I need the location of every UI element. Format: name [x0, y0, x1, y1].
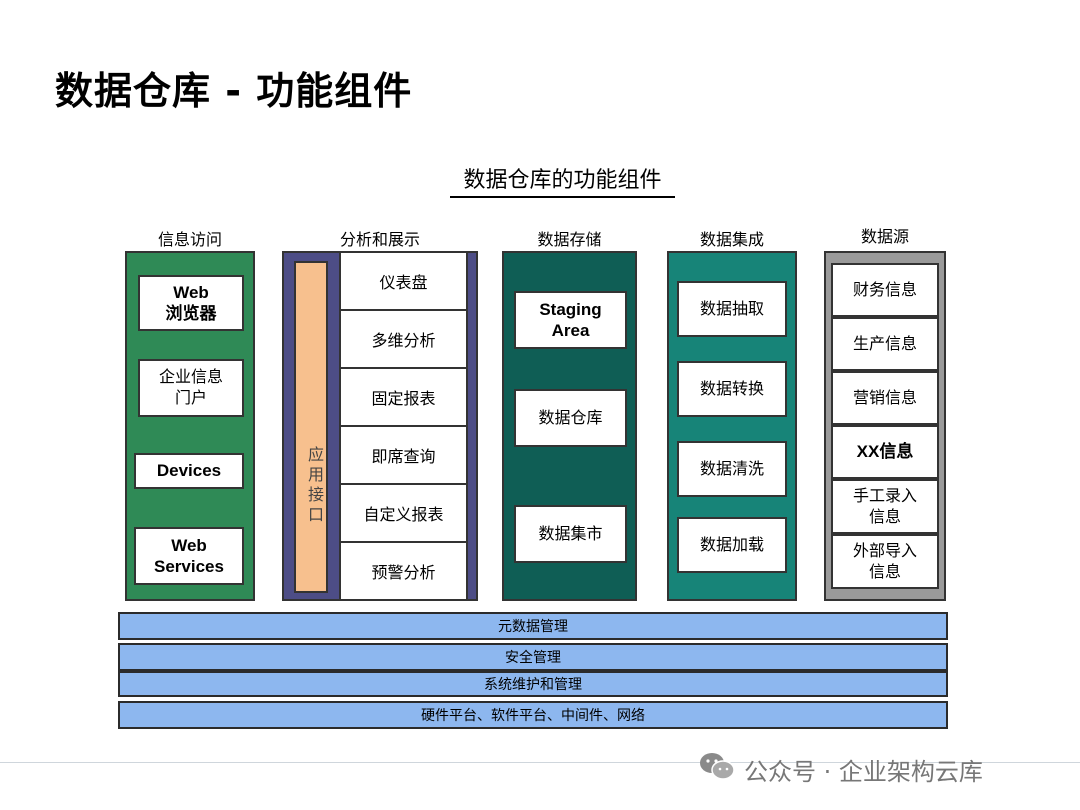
source-item-label: 财务信息: [852, 279, 917, 299]
source-item-label: 手工录入 信息: [852, 485, 917, 526]
cleanse-label: 数据清洗: [699, 458, 764, 478]
system-maintenance-bar: 系统维护和管理: [118, 671, 948, 697]
bar-label: 安全管理: [505, 650, 561, 666]
bar-label: 系统维护和管理: [484, 677, 582, 693]
col-header-integration: 数据集成: [699, 230, 764, 249]
load-label: 数据加载: [699, 534, 764, 554]
analysis-item: 仪表盘: [341, 253, 466, 311]
data-warehouse-box: 数据仓库: [514, 389, 627, 447]
col-header-analysis: 分析和展示: [339, 230, 420, 249]
source-item-label: XX信息: [856, 441, 914, 461]
col-header-sources: 数据源: [860, 227, 909, 246]
transform-box: 数据转换: [677, 361, 787, 417]
source-item-label: 外部导入 信息: [852, 540, 917, 581]
analysis-item-label: 固定报表: [371, 389, 436, 408]
source-item: 外部导入 信息: [831, 534, 939, 589]
infrastructure-bar: 硬件平台、软件平台、中间件、网络: [118, 701, 948, 729]
web-services-label: Web Services: [154, 535, 224, 576]
devices-label: Devices: [156, 460, 222, 480]
footer-divider: [0, 762, 1080, 763]
analysis-item: 预警分析: [341, 543, 466, 599]
footer-watermark: 公众号 · 企业架构云库: [744, 758, 983, 786]
diagram-title: 数据仓库的功能组件: [450, 162, 675, 198]
info-access-panel: Web 浏览器 企业信息 门户 Devices Web Services: [125, 251, 255, 601]
source-item: XX信息: [831, 425, 939, 479]
staging-area-box: Staging Area: [514, 291, 627, 349]
analysis-item-label: 即席查询: [371, 447, 436, 466]
extract-label: 数据抽取: [699, 298, 764, 318]
transform-label: 数据转换: [699, 378, 764, 398]
app-interface-box: 应用接口: [294, 261, 328, 593]
web-browser-box: Web 浏览器: [138, 275, 244, 331]
load-box: 数据加载: [677, 517, 787, 573]
data-warehouse-label: 数据仓库: [538, 407, 603, 427]
sources-panel: 财务信息 生产信息 营销信息 XX信息 手工录入 信息 外部导入 信息: [824, 251, 946, 601]
col-header-storage: 数据存储: [537, 230, 602, 249]
enterprise-portal-box: 企业信息 门户: [138, 359, 244, 417]
source-item: 手工录入 信息: [831, 479, 939, 534]
source-item: 营销信息: [831, 371, 939, 425]
slide-title: 数据仓库 - 功能组件: [55, 69, 413, 113]
wechat-icon: [698, 751, 736, 781]
staging-area-label: Staging Area: [539, 299, 602, 340]
source-item: 财务信息: [831, 263, 939, 317]
source-item-label: 营销信息: [852, 387, 917, 407]
storage-panel: Staging Area 数据仓库 数据集市: [502, 251, 637, 601]
analysis-item-label: 自定义报表: [363, 505, 444, 524]
security-management-bar: 安全管理: [118, 643, 948, 671]
devices-box: Devices: [134, 453, 244, 489]
bar-label: 元数据管理: [498, 619, 568, 635]
extract-box: 数据抽取: [677, 281, 787, 337]
enterprise-portal-label: 企业信息 门户: [158, 367, 223, 407]
data-mart-label: 数据集市: [538, 523, 603, 543]
data-mart-box: 数据集市: [514, 505, 627, 563]
analysis-item: 固定报表: [341, 369, 466, 427]
analysis-item: 自定义报表: [341, 485, 466, 543]
web-services-box: Web Services: [134, 527, 244, 585]
cleanse-box: 数据清洗: [677, 441, 787, 497]
app-interface-label: 应用接口: [305, 446, 324, 526]
analysis-item-label: 预警分析: [371, 563, 436, 582]
source-item: 生产信息: [831, 317, 939, 371]
analysis-item: 多维分析: [341, 311, 466, 369]
bar-label: 硬件平台、软件平台、中间件、网络: [421, 708, 645, 724]
source-item-label: 生产信息: [852, 333, 917, 353]
analysis-item: 即席查询: [341, 427, 466, 485]
integration-panel: 数据抽取 数据转换 数据清洗 数据加载: [667, 251, 797, 601]
col-header-info-access: 信息访问: [157, 230, 222, 249]
web-browser-label: Web 浏览器: [165, 282, 217, 323]
analysis-item-label: 多维分析: [371, 331, 436, 350]
metadata-management-bar: 元数据管理: [118, 612, 948, 640]
analysis-panel: 应用接口 仪表盘 多维分析 固定报表 即席查询 自定义报表 预警分析: [282, 251, 478, 601]
analysis-list: 仪表盘 多维分析 固定报表 即席查询 自定义报表 预警分析: [339, 253, 468, 599]
analysis-item-label: 仪表盘: [379, 273, 428, 292]
